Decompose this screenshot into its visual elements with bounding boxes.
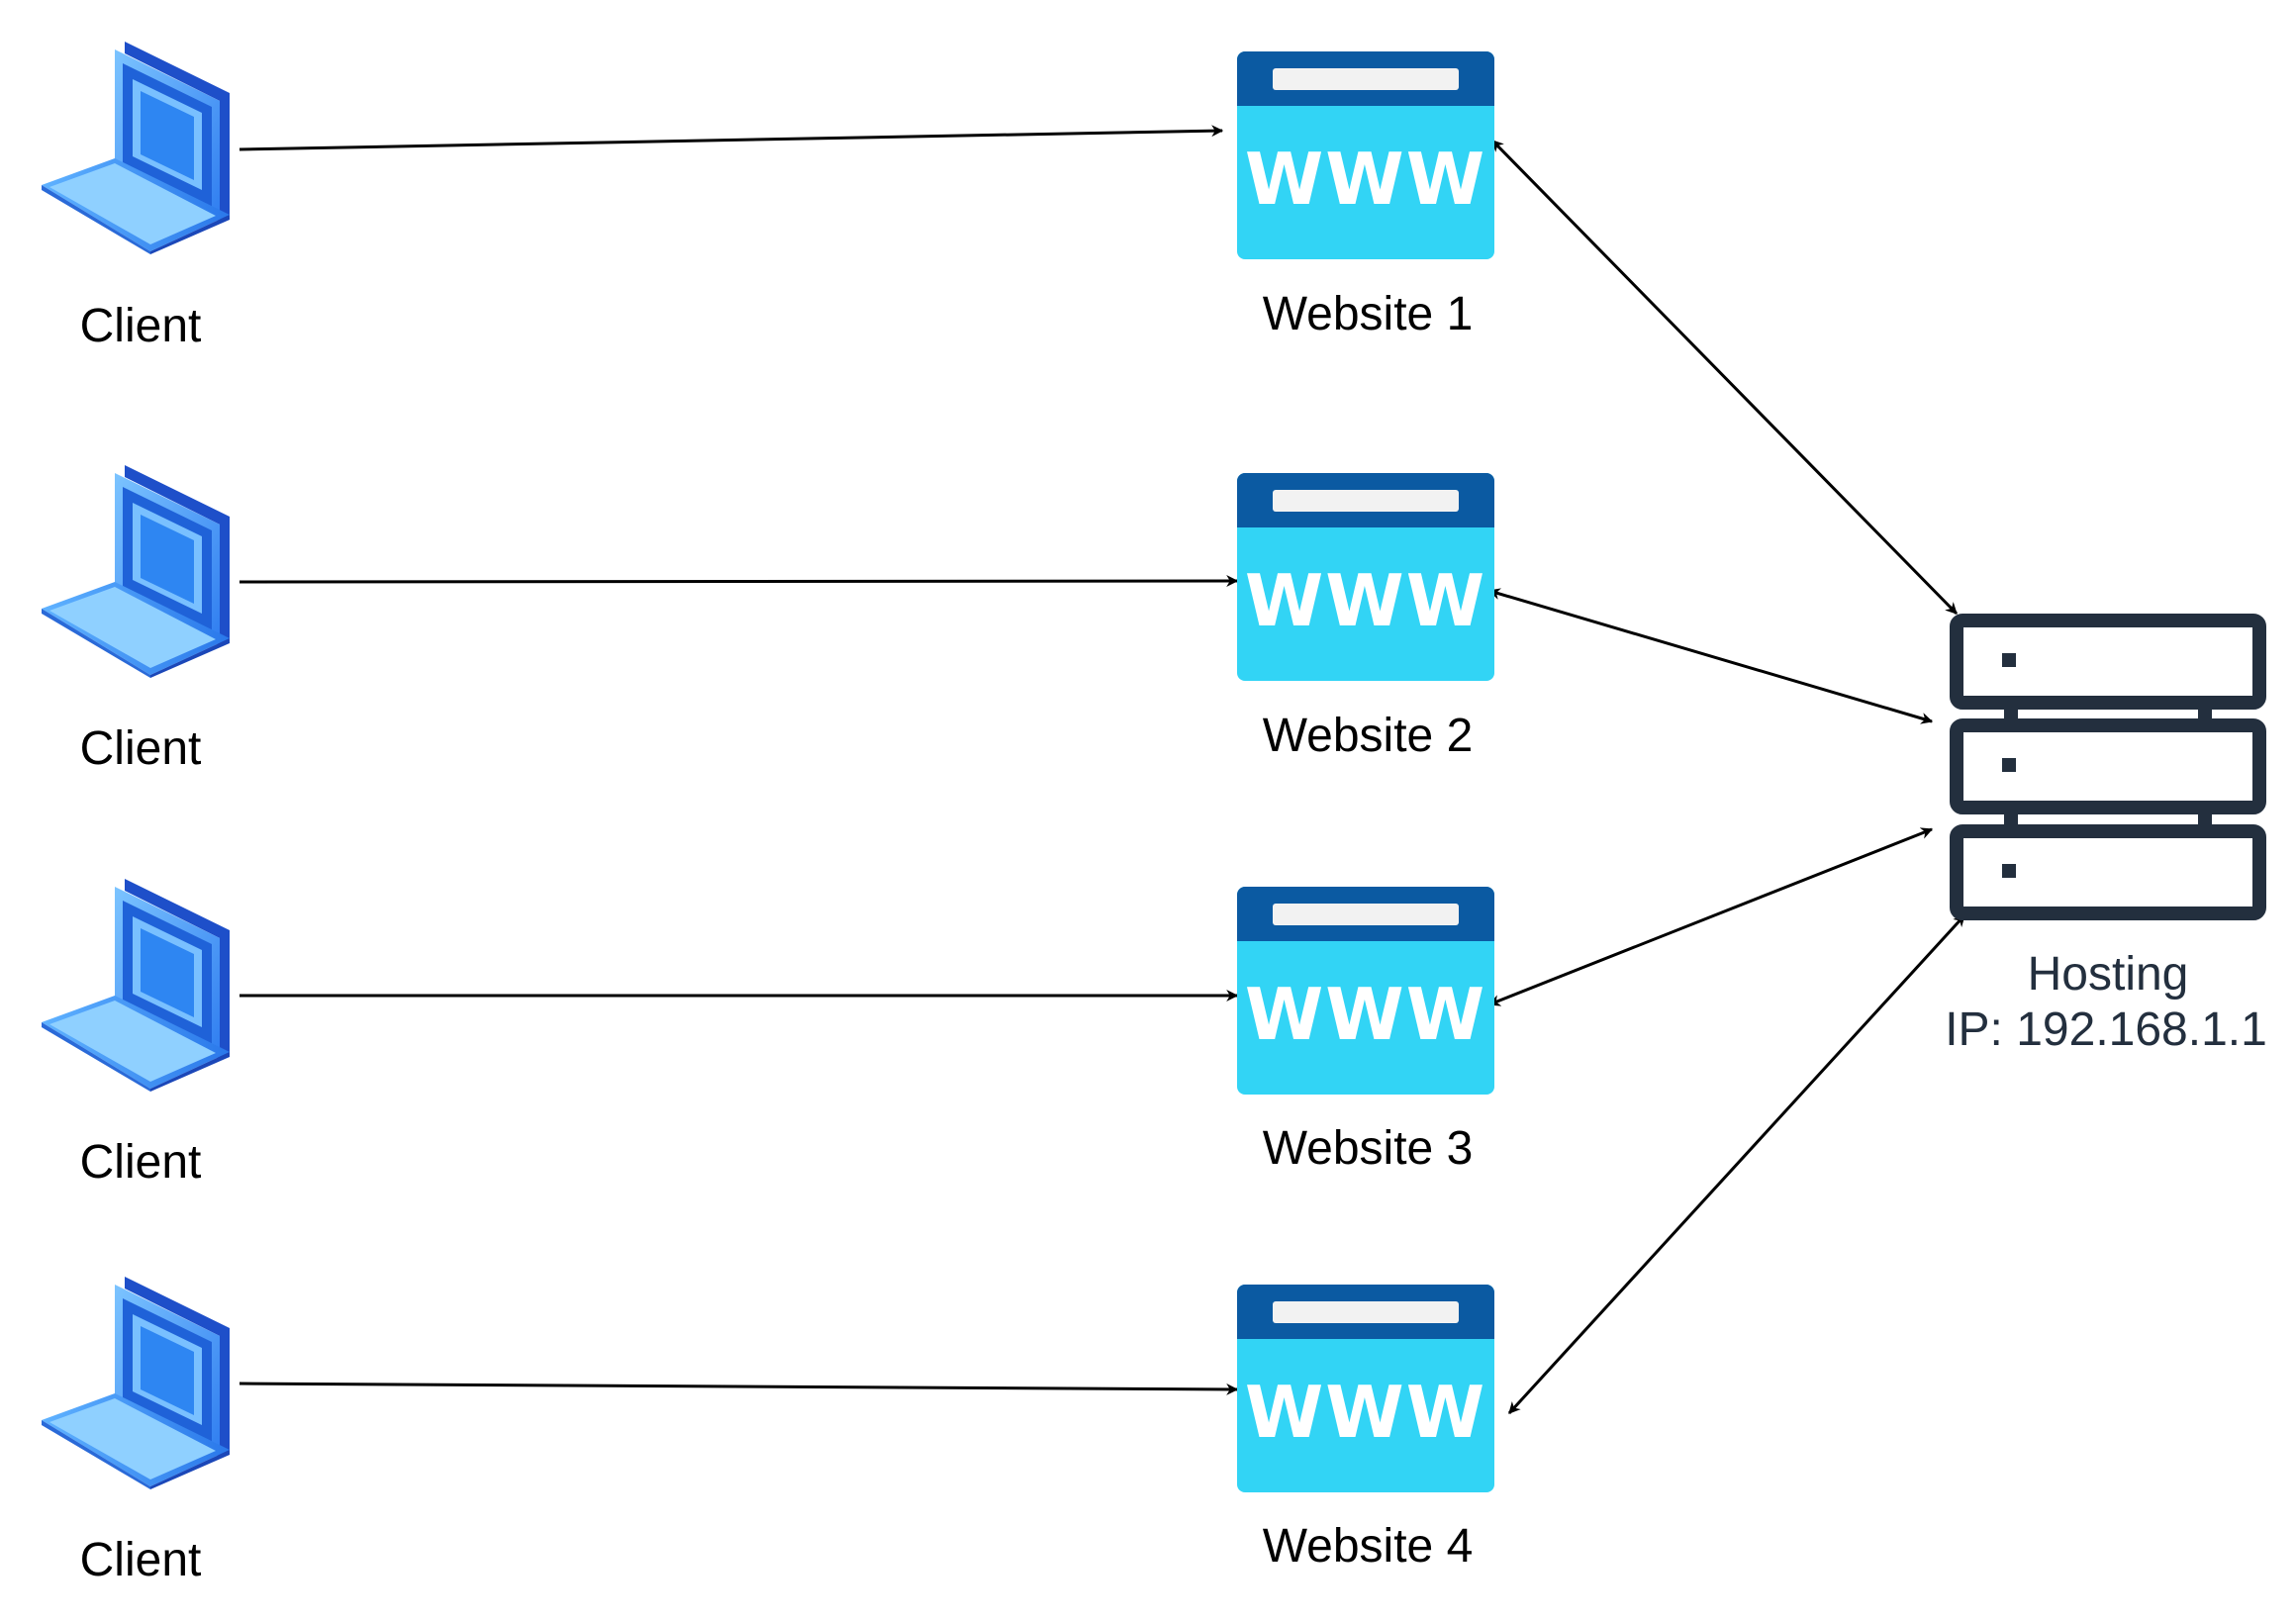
edge-website2-hosting bbox=[1487, 588, 1934, 724]
edge-client1-website1 bbox=[239, 125, 1224, 151]
client-node-1[interactable]: Client bbox=[42, 42, 230, 352]
connection-edges bbox=[239, 125, 1966, 1415]
hosting-node[interactable]: Hosting IP: 192.168.1.1 bbox=[1945, 621, 2267, 1056]
server-icon bbox=[1957, 621, 2259, 913]
edge-website4-hosting bbox=[1507, 913, 1966, 1415]
website-node-3[interactable]: WWW Website 3 bbox=[1237, 887, 1494, 1175]
client-node-3[interactable]: Client bbox=[42, 879, 230, 1189]
www-icon-text: WWW bbox=[1245, 138, 1486, 221]
website-node-2[interactable]: WWW Website 2 bbox=[1237, 473, 1494, 762]
www-icon-text: WWW bbox=[1245, 1371, 1486, 1454]
hosting-ip-label: IP: 192.168.1.1 bbox=[1945, 1003, 2267, 1056]
edge-website3-hosting bbox=[1487, 827, 1934, 1006]
client-label: Client bbox=[80, 1534, 202, 1586]
edge-website1-hosting bbox=[1490, 139, 1959, 616]
client-label: Client bbox=[80, 1136, 202, 1189]
website-node-1[interactable]: WWW Website 1 bbox=[1237, 51, 1494, 340]
www-icon-text: WWW bbox=[1245, 973, 1486, 1056]
client-label: Client bbox=[80, 722, 202, 775]
edge-client2-website2 bbox=[239, 575, 1239, 588]
laptop-icon bbox=[42, 1277, 230, 1489]
client-label: Client bbox=[80, 300, 202, 352]
www-icon-text: WWW bbox=[1245, 559, 1486, 642]
laptop-icon bbox=[42, 465, 230, 678]
website-label: Website 4 bbox=[1263, 1520, 1474, 1573]
laptop-icon bbox=[42, 879, 230, 1092]
website-label: Website 2 bbox=[1263, 710, 1474, 762]
laptop-icon bbox=[42, 42, 230, 254]
edge-client4-website4 bbox=[239, 1382, 1239, 1395]
client-node-2[interactable]: Client bbox=[42, 465, 230, 775]
website-node-4[interactable]: WWW Website 4 bbox=[1237, 1285, 1494, 1573]
website-label: Website 3 bbox=[1263, 1122, 1474, 1175]
website-label: Website 1 bbox=[1263, 288, 1474, 340]
hosting-label: Hosting bbox=[2028, 948, 2189, 1001]
client-node-4[interactable]: Client bbox=[42, 1277, 230, 1586]
